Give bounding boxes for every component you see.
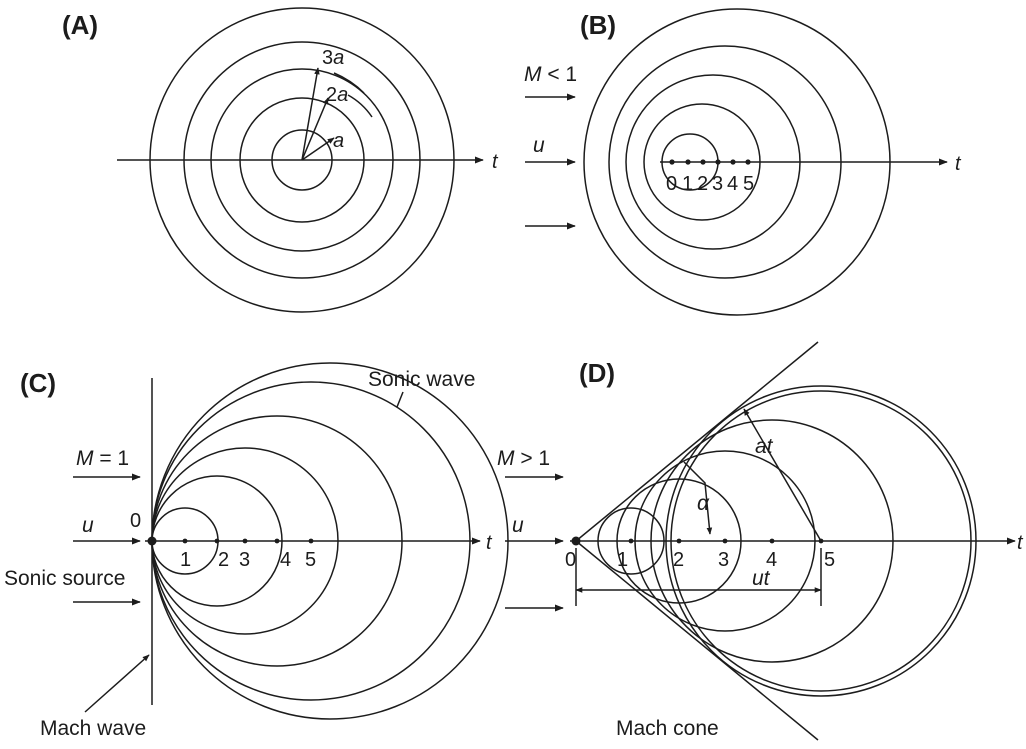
panel-c-source-points [147,536,314,546]
mach-angle-label: α [697,492,710,515]
source-point [685,159,691,165]
mach-wave-leader [84,654,150,713]
radius-arrow-3a [301,67,320,161]
source-point [700,159,706,165]
point-label: 3 [239,549,250,571]
mach-equals-one-label: M = 1 [76,447,129,470]
panel-a-axis-label: t [492,151,499,173]
source-point [722,538,728,544]
panel-c-axis-label: t [486,532,493,554]
point-label: 2 [218,549,229,571]
mach-wave-label: Mach wave [40,717,146,740]
panel-c [73,362,509,720]
alpha-leader [683,461,713,535]
source-point [676,538,682,544]
panel-d-label: (D) [579,358,615,388]
panel-a [117,7,484,313]
mach-cone-lower-edge [575,540,819,741]
point-label: 5 [743,173,754,195]
radius-label-2a: 2a [326,84,348,106]
point-label: 5 [305,549,316,571]
mach-greater-than-one-label: M > 1 [497,447,550,470]
radius-tick-3a [333,72,365,94]
source-point [242,538,248,544]
radius-arrow-2a [301,97,329,161]
point-label: 0 [666,173,677,195]
source-point [715,159,721,165]
point-label: 0 [565,549,576,571]
panel-b-source-points [669,159,751,165]
flow-velocity-label: u [533,134,545,157]
at-label: at [755,435,774,458]
source-point [769,538,775,544]
panel-c-label: (C) [20,368,56,398]
panel-d-point-labels: 0 1 2 3 4 5 [565,549,835,571]
source-point [730,159,736,165]
panel-b-label: (B) [580,10,616,40]
source-point [274,538,280,544]
panel-b [525,8,948,316]
panel-d-source-points [571,536,824,546]
radius-label-a: a [333,130,344,152]
mach-cone-upper-edge [575,341,819,542]
source-point [182,538,188,544]
source-point [214,538,220,544]
source-point [308,538,314,544]
at-radius-arrow [743,408,822,542]
panel-b-axis-label: t [955,153,962,175]
source-point [669,159,675,165]
panel-a-label: (A) [62,10,98,40]
point-label: 3 [718,549,729,571]
panel-d-axis-label: t [1017,532,1024,554]
point-label: 4 [766,549,777,571]
point-label: 3 [712,173,723,195]
source-point [628,538,634,544]
origin-label: 0 [130,510,141,532]
panel-d [505,341,1016,741]
point-label: 1 [682,173,693,195]
flow-velocity-label: u [512,514,524,537]
source-point [818,538,824,544]
point-label: 1 [180,549,191,571]
mach-cone-label: Mach cone [616,717,719,740]
point-label: 1 [617,549,628,571]
point-label: 4 [727,173,738,195]
flow-velocity-label: u [82,514,94,537]
point-label: 5 [824,549,835,571]
source-point [745,159,751,165]
source-origin-dot [571,536,581,546]
sonic-source-dot [147,536,157,546]
radius-arrow-a [301,137,335,161]
radius-label-3a: 3a [322,47,344,69]
panel-c-point-labels: 1 2 3 4 5 [180,549,316,571]
sonic-wave-label: Sonic wave [368,368,475,391]
ut-label: ut [752,567,771,590]
point-label: 2 [697,173,708,195]
mach-less-than-one-label: M < 1 [524,63,577,86]
point-label: 4 [280,549,291,571]
sonic-source-label: Sonic source [4,567,125,590]
panel-b-point-labels: 0 1 2 3 4 5 [666,173,754,195]
radius-tick-2a [347,94,373,118]
point-label: 2 [673,549,684,571]
sonic-wave-leader [396,391,404,408]
